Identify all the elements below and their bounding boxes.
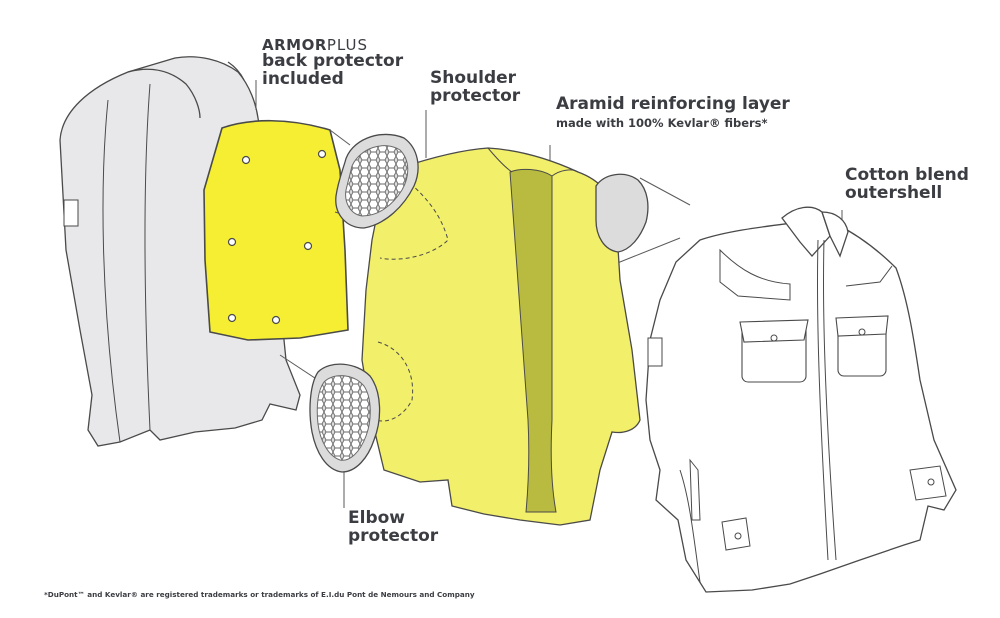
shoulder-protector-right xyxy=(595,173,649,253)
back-protector-label: back protector included xyxy=(262,51,404,89)
aramid-layer-label: Aramid reinforcing layer made with 100% … xyxy=(556,94,790,130)
armorplus-logo: ARMORPLUS xyxy=(262,36,369,54)
outershell-label: Cotton blend outershell xyxy=(845,165,969,203)
shoulder-protector-left xyxy=(335,133,419,229)
shoulder-protector-label: Shoulder protector xyxy=(430,68,521,106)
cotton-outershell-shirt xyxy=(645,206,957,593)
aramid-layer-jacket xyxy=(361,147,641,526)
elbow-protector-label: Elbow protector xyxy=(348,508,439,546)
back-protector xyxy=(203,119,349,341)
trademark-footnote: *DuPont™ and Kevlar® are registered trad… xyxy=(44,590,475,599)
elbow-protector xyxy=(309,363,381,473)
